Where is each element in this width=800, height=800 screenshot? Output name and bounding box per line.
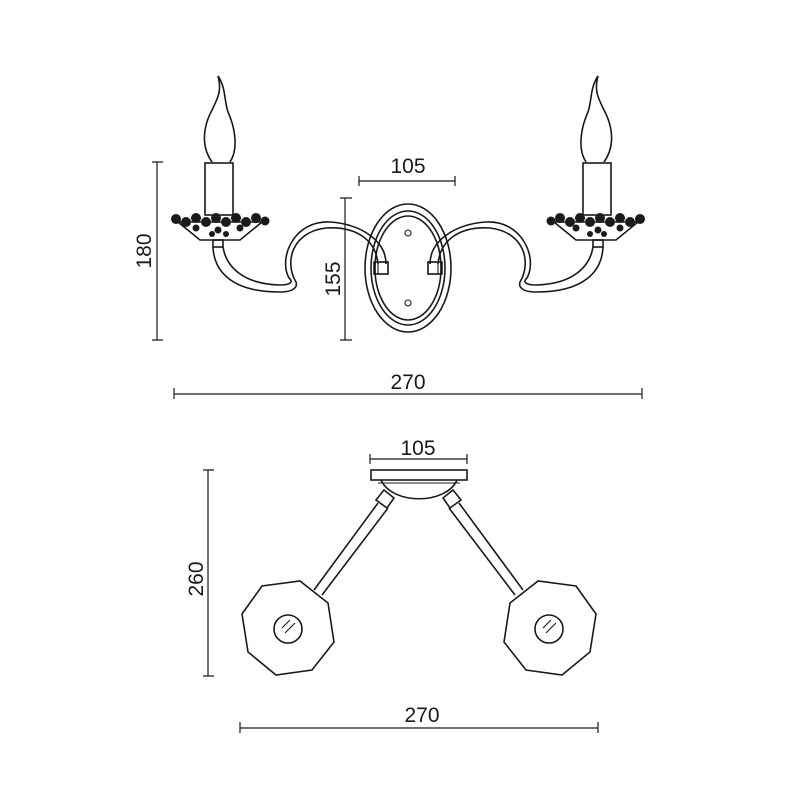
dimension-105-top: 105 [369,437,468,464]
front-view: 180 155 105 270 [133,75,646,399]
backplate [364,203,452,333]
dimension-label-105-front: 105 [390,155,425,178]
right-arm-top [441,488,597,676]
dimension-label-260: 260 [185,561,208,596]
dimension-155: 155 [322,197,352,341]
dimension-label-270-front: 270 [390,371,425,394]
dimension-105-front: 105 [358,155,456,186]
dimension-label-155: 155 [322,261,345,296]
left-candle-arm [170,75,389,293]
dimension-label-270-top: 270 [404,704,439,727]
dimension-180: 180 [133,161,163,341]
top-view: 105 260 270 [185,437,599,733]
right-candle-arm [427,75,646,293]
left-arm-top [241,488,396,676]
dimension-label-105-top: 105 [400,437,435,460]
dimension-270-front: 270 [173,371,643,399]
dimension-260: 260 [185,469,214,677]
wall-plate [370,469,468,500]
dimension-label-180: 180 [133,233,156,268]
dimension-270-top: 270 [239,704,599,733]
